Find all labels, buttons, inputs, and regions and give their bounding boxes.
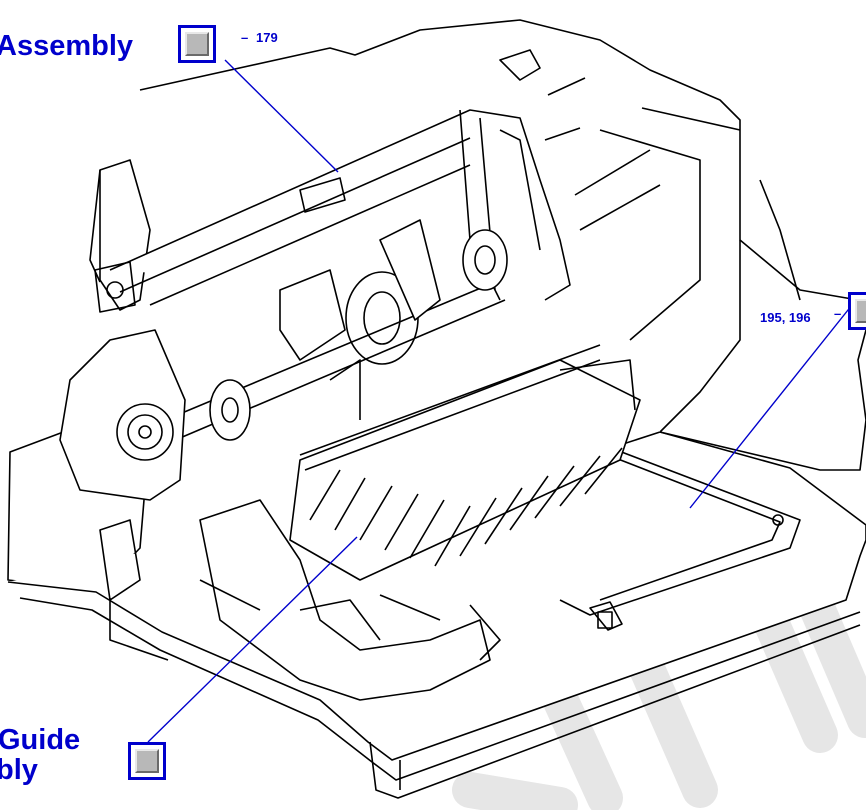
callout-ref-dash: – [241,30,249,45]
leader-line-right [689,304,853,509]
callout-label-guide: Guide [0,724,81,756]
leader-line-top [224,59,339,173]
top-frame [109,109,571,301]
square-button-icon [185,32,209,56]
callout-ref-179: 179 [256,30,278,45]
side-panel-left [99,159,151,311]
callout-button-assembly[interactable] [178,25,216,63]
square-button-icon [855,299,866,323]
lower-mechanism [199,499,491,701]
callout-button-right[interactable] [848,292,866,330]
floor-plate [559,439,801,616]
base-plate [7,431,866,761]
square-button-icon [135,749,159,773]
leader-line-bottom [147,536,358,743]
callout-ref-dash-right: – [834,306,842,321]
guide-fingers [309,447,623,567]
callout-label-assembly: Assembly [0,30,134,62]
callout-button-guide[interactable] [128,742,166,780]
callout-ref-195-196: 195, 196 [760,310,811,325]
callout-label-bly: bly [0,754,38,786]
